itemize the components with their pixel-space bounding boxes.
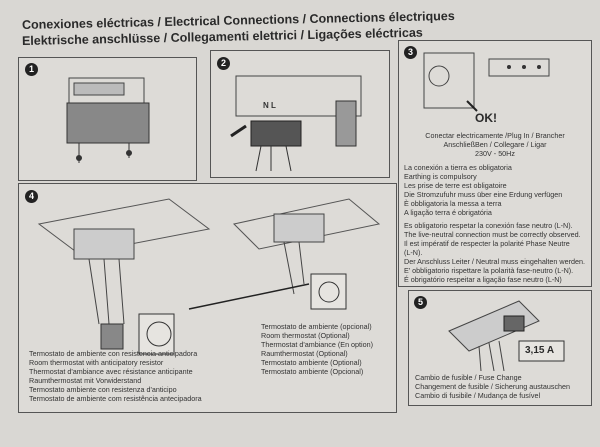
text-line: AnschließBen / Collegare / Ligar: [443, 140, 547, 149]
step-number: 2: [217, 57, 230, 70]
step-number: 5: [414, 296, 427, 309]
text-line: A ligação terra é obrigatória: [404, 208, 492, 217]
text-line: E' obbligatorio rispettare la polarità f…: [404, 266, 574, 275]
step-number: 4: [25, 190, 38, 203]
text-line: Termostato de ambiente con resistencia a…: [29, 349, 198, 358]
terminal-block-illustration: [230, 75, 362, 172]
step-number: 3: [404, 46, 417, 59]
text-line: Thermostat d'ambiance avec résistance an…: [29, 367, 193, 376]
text-line: É obrigatório respeitar a ligação fase n…: [404, 275, 562, 284]
text-line: Cambio di fusibile / Mudança de fusível: [415, 391, 541, 400]
earthing-text: La conexión a tierra es obligatoria Eart…: [404, 163, 562, 217]
text-line: Changement de fusible / Sicherung austau…: [415, 382, 571, 391]
anticipatory-thermostat-caption: Termostato de ambiente con resistencia a…: [29, 349, 202, 403]
text-line: Earthing is compulsory: [404, 172, 477, 181]
boiler-terminal-illustration: [66, 77, 150, 163]
text-line: (L-N).: [404, 248, 423, 257]
text-line: Termostato ambiente (Opcional): [261, 367, 364, 376]
fuse-rating: 3,15 A: [525, 345, 555, 356]
text-line: Es obligatorio respetar la conexión fase…: [404, 221, 573, 230]
text-line: Der Anschluss Leiter / Neutral muss eing…: [404, 257, 585, 266]
text-line: Les prise de terre est obligatoire: [404, 181, 507, 190]
text-line: Raumthermostat (Optional): [261, 349, 348, 358]
step-1-panel: 1: [18, 57, 197, 181]
text-line: Room thermostat (Optional): [261, 331, 350, 340]
text-line: Conectar electricamente /Plug In / Branc…: [425, 131, 565, 140]
text-line: The live-neutral connection must be corr…: [404, 230, 581, 239]
step-5-panel: 5 3,15 A Cambio de fusible / Fuse Change…: [408, 290, 592, 406]
text-line: Cambio de fusible / Fuse Change: [415, 373, 522, 382]
text-line: Thermostat d'ambiance (En option): [261, 340, 374, 349]
optional-thermostat-caption: Termostato de ambiente (opcional) Room t…: [261, 322, 373, 376]
text-line: Il est impératif de respecter la polarit…: [404, 239, 570, 248]
text-line: La conexión a tierra es obligatoria: [404, 163, 512, 172]
fuse-illustration: [448, 300, 565, 371]
thermostat-plug-illustration: [423, 52, 550, 112]
text-line: Room thermostat with anticipatory resist…: [29, 358, 164, 367]
step-2-panel: 2 N L: [210, 50, 390, 178]
step-number: 1: [25, 63, 38, 76]
terminal-label: N L: [263, 101, 276, 110]
thermostat-wiring-illustration: [37, 198, 381, 355]
text-line: Termostato ambiente (Optional): [261, 358, 362, 367]
fuse-change-caption: Cambio de fusible / Fuse Change Changeme…: [415, 373, 570, 400]
text-line: Die Stromzufuhr muss über eine Erdung ve…: [404, 190, 563, 199]
step-4-panel: 4 Termostato de ambiente con resistencia…: [18, 183, 397, 413]
text-line: Termostato de ambiente (opcional): [261, 322, 372, 331]
text-line: 230V - 50Hz: [475, 149, 515, 158]
text-line: Termostato ambiente con resistenza d'ant…: [29, 385, 177, 394]
plug-in-text: Conectar electricamente /Plug In / Branc…: [399, 131, 591, 158]
ok-label: OK!: [475, 111, 497, 125]
text-line: È obbligatoria la messa a terra: [404, 199, 502, 208]
step-3-panel: 3 OK! Conectar electricamente /Plug In /…: [398, 40, 592, 287]
text-line: Termostato de ambiente com resistência a…: [29, 394, 202, 403]
polarity-text: Es obligatorio respetar la conexión fase…: [404, 221, 585, 284]
text-line: Raumthermostat mit Vorwiderstand: [29, 376, 142, 385]
